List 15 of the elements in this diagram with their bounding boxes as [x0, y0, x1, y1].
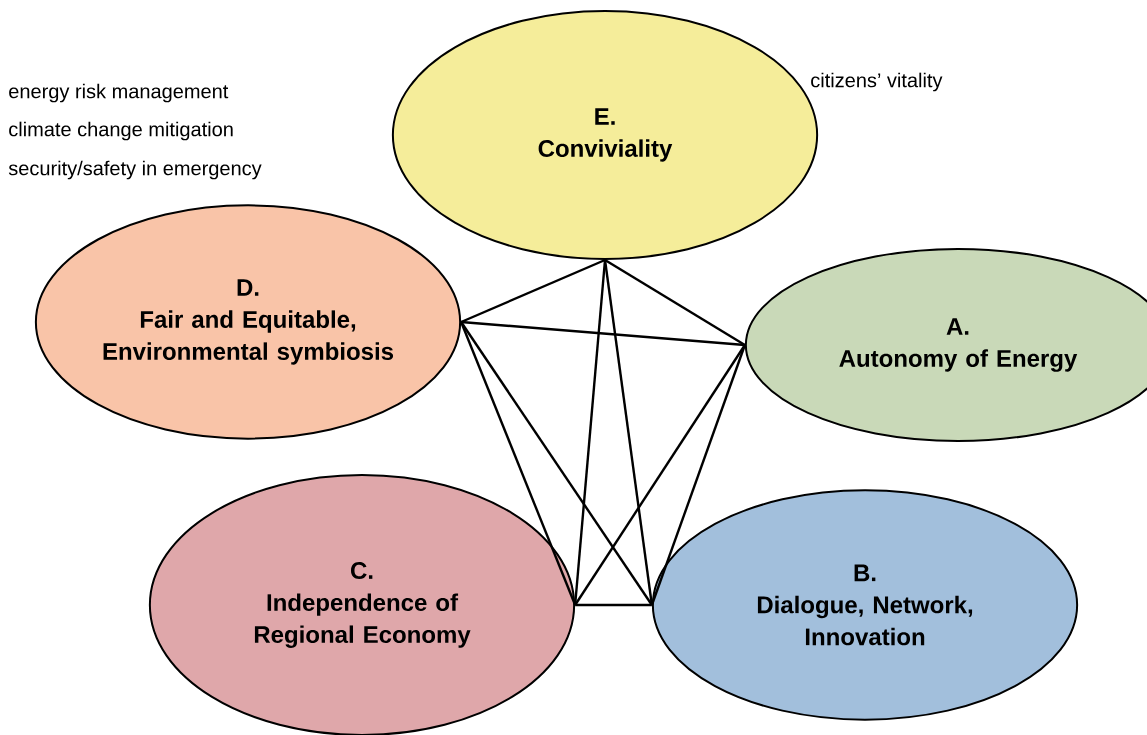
- ellipse-node: C. Independence of Regional Economy: [148, 474, 576, 735]
- connector-line: [574, 344, 746, 606]
- ellipse-node: A. Autonomy of Energy: [744, 248, 1147, 442]
- connector-line: [575, 603, 652, 607]
- connector-line: [461, 320, 745, 347]
- connector-line: [460, 258, 606, 324]
- note-text: security/safety in emergency: [8, 160, 262, 180]
- connector-line: [650, 344, 746, 606]
- connector-line: [460, 321, 577, 606]
- note-text: climate change mitigation: [9, 121, 233, 141]
- connector-line: [460, 321, 653, 606]
- ellipse-node: D. Fair and Equitable, Environmental symbiosis: [34, 204, 462, 440]
- note-text: energy risk management: [9, 83, 229, 103]
- ellipse-node: B. Dialogue, Network, Innovation: [651, 489, 1079, 721]
- connector-line: [604, 258, 746, 347]
